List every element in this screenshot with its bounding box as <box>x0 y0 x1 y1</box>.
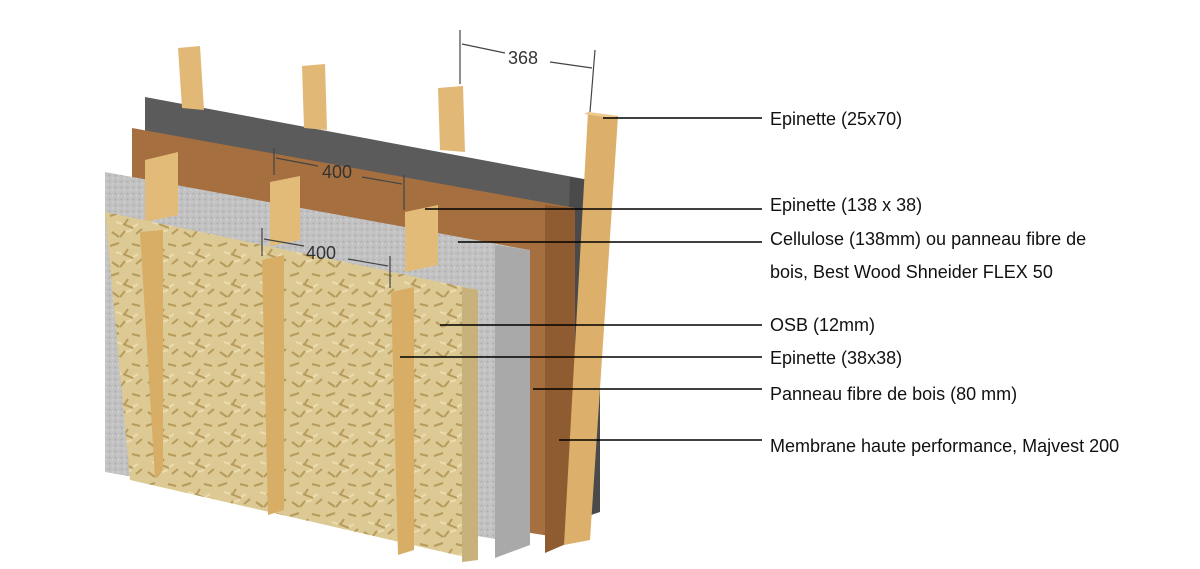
label-osb: OSB (12mm) <box>770 315 875 335</box>
dimension-front-label: 400 <box>306 243 336 263</box>
leader-lines <box>400 117 762 441</box>
dimension-middle: 400 <box>273 148 405 210</box>
osb-layer <box>105 212 478 562</box>
label-fiberboard: Panneau fibre de bois (80 mm) <box>770 384 1017 404</box>
dimension-middle-label: 400 <box>322 162 352 182</box>
studs-138x38 <box>145 152 438 272</box>
dimension-front: 400 <box>261 228 391 288</box>
dimension-top-label: 368 <box>508 48 538 68</box>
label-epinette-138x38: Epinette (138 x 38) <box>770 195 922 215</box>
label-cellulose-line2: bois, Best Wood Shneider FLEX 50 <box>770 262 1053 282</box>
label-membrane: Membrane haute performance, Majvest 200 <box>770 436 1119 456</box>
label-epinette-25x70: Epinette (25x70) <box>770 109 902 129</box>
strapping-38x38 <box>140 230 414 555</box>
battens-25x70 <box>178 46 618 545</box>
label-cellulose-line1: Cellulose (138mm) ou panneau fibre de <box>770 229 1086 249</box>
dimension-top: 368 <box>459 30 596 113</box>
label-epinette-38x38: Epinette (38x38) <box>770 348 902 368</box>
